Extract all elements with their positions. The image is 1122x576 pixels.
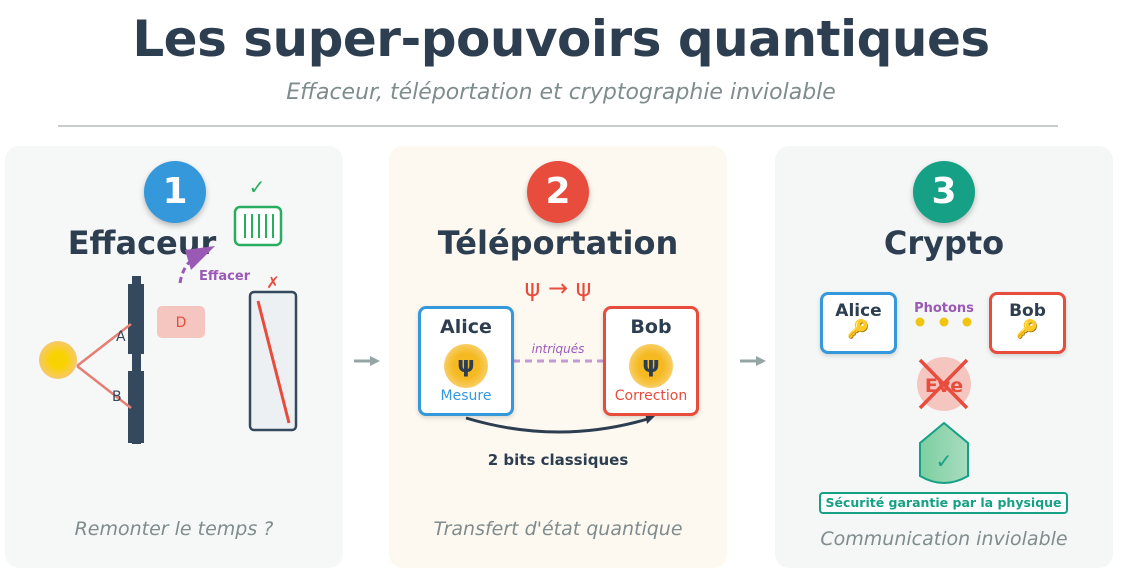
card-crypto: 3 Crypto Alice 🔑 Bob 🔑 Photons Eve ✓ Séc… <box>775 146 1113 568</box>
teleport-links: intriqués 2 bits classiques <box>465 342 655 469</box>
crypto-diagram: Photons Eve ✓ <box>914 301 974 484</box>
step-number-badge: 1 <box>144 161 206 223</box>
slit-barrier-top <box>128 284 144 354</box>
slit-b-label: B <box>112 389 122 405</box>
entanglement-label: intriqués <box>532 342 585 356</box>
path-b <box>76 365 132 409</box>
qubit-orb: ψ <box>444 344 488 388</box>
slit-a-label: A <box>116 329 126 345</box>
path-a <box>76 323 132 367</box>
step-number-badge: 3 <box>913 161 975 223</box>
classical-channel-label: 2 bits classiques <box>488 451 629 469</box>
arrow-right-icon <box>354 356 380 366</box>
key-icon: 🔑 <box>847 319 870 340</box>
qubit-orb: ψ <box>629 344 673 388</box>
bob-box: Bob 🔑 <box>989 292 1066 354</box>
blocked-cross-icon <box>918 358 969 410</box>
alice-action: Mesure <box>440 388 492 404</box>
photon-dot <box>962 317 972 327</box>
page-subtitle: Effaceur, téléportation et cryptographie… <box>286 80 836 105</box>
alice-box: Alice 🔑 <box>820 292 897 354</box>
alice-box: Alice ψ Mesure <box>418 306 514 416</box>
card-footer: Communication inviolable <box>820 528 1068 550</box>
detector-label: D <box>176 315 187 331</box>
arrow-right-icon <box>740 356 766 366</box>
classical-channel-arrow <box>465 416 652 434</box>
detector-box <box>157 306 205 338</box>
shield-icon <box>919 421 969 484</box>
page-title: Les super-pouvoirs quantiques <box>132 10 990 68</box>
card-footer: Remonter le temps ? <box>74 518 274 540</box>
card-title: Téléportation <box>437 224 679 262</box>
key-icon: 🔑 <box>1016 319 1039 340</box>
security-badge: Sécurité garantie par la physique <box>819 492 1068 514</box>
divider <box>58 125 1058 127</box>
bob-action: Correction <box>614 388 688 404</box>
bob-name: Bob <box>630 316 672 338</box>
check-mark: ✓ <box>249 175 266 199</box>
no-interference-line <box>256 300 291 424</box>
state-transfer-label: ψ → ψ <box>524 274 592 302</box>
slit-barrier-thin <box>132 276 141 444</box>
eraser-diagram: ✓ Effacer A B D ✗ <box>39 175 298 444</box>
slit-barrier-bottom <box>128 371 144 443</box>
bob-box: Bob ψ Correction <box>603 306 699 416</box>
card-footer: Transfert d'état quantique <box>433 518 683 540</box>
fringe-lines <box>244 214 274 238</box>
photon-source-icon <box>39 341 77 379</box>
card-title: Crypto <box>883 224 1005 262</box>
alice-name: Alice <box>835 301 882 321</box>
erase-arrowhead <box>185 246 215 270</box>
photons-label: Photons <box>914 301 974 316</box>
erase-label: Effacer <box>199 269 251 284</box>
photon-dot <box>939 317 949 327</box>
cross-mark: ✗ <box>266 273 279 292</box>
step-number-badge: 2 <box>527 161 589 223</box>
card-teleportation: 2 Téléportation ψ → ψ intriqués 2 bits c… <box>389 146 727 568</box>
alice-name: Alice <box>440 316 492 338</box>
bob-name: Bob <box>1009 301 1046 321</box>
card-eraser: 1 Effaceur ✓ Effacer A B D ✗ Remonter le… <box>5 146 343 568</box>
shield-check: ✓ <box>936 449 953 473</box>
photon-dot <box>915 317 925 327</box>
